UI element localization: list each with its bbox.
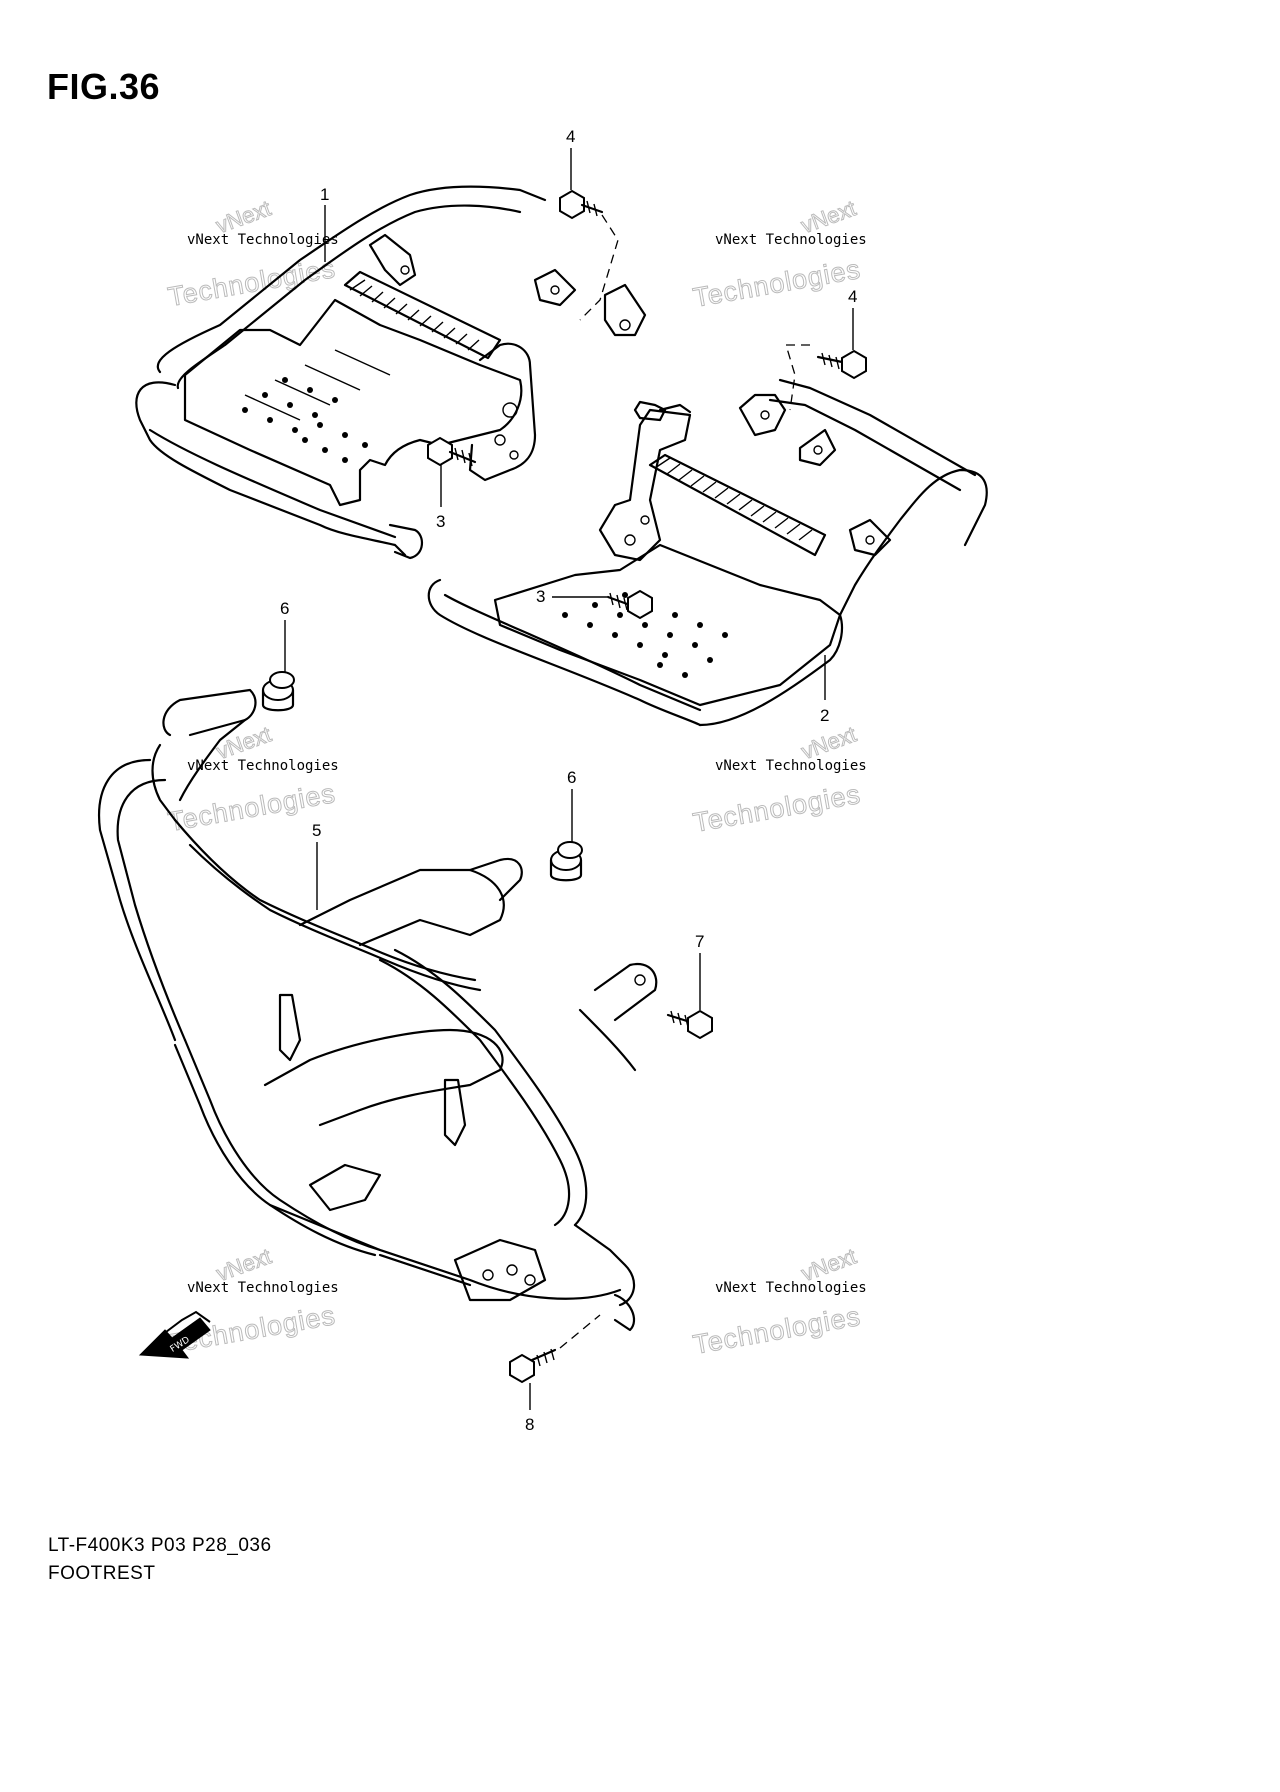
bolt-part-8 (509, 1314, 601, 1384)
callout-2: 2 (820, 655, 829, 725)
bolt-part-4-upper (559, 189, 619, 321)
svg-text:3: 3 (536, 587, 545, 606)
bolt-part-3-right (606, 589, 653, 620)
watermark-brand-word: Technologies (691, 779, 863, 838)
callout-4-right: 4 (848, 287, 857, 350)
model-code-caption: LT-F400K3 P03 P28_036 (48, 1535, 272, 1556)
bolt-part-4-right (785, 344, 867, 411)
svg-text:1: 1 (320, 185, 329, 204)
watermark-bottom-right: vNext vNext Technologies Technologies (690, 1243, 867, 1361)
watermark-brand-word: Technologies (691, 1301, 863, 1360)
watermark-brand-line: vNext Technologies (715, 232, 867, 248)
callout-4-upper: 4 (566, 127, 575, 190)
plug-part-6-upper (261, 671, 295, 712)
svg-text:8: 8 (525, 1415, 534, 1434)
callout-3-left: 3 (436, 465, 445, 531)
bolt-part-3-left (427, 436, 477, 467)
front-guard-part-5 (98, 688, 658, 1332)
watermark-brand-word: Technologies (166, 253, 338, 312)
svg-text:4: 4 (848, 287, 857, 306)
watermark-top-right: vNext vNext Technologies Technologies (690, 195, 867, 313)
watermark-brand-line: vNext Technologies (187, 1280, 339, 1296)
svg-text:6: 6 (280, 599, 289, 618)
watermark-brand-word: Technologies (691, 254, 863, 313)
svg-text:2: 2 (820, 706, 829, 725)
figure-title: FIG.36 (47, 66, 161, 107)
svg-text:3: 3 (436, 512, 445, 531)
right-footrest-part-2 (427, 378, 988, 727)
callout-8: 8 (525, 1383, 534, 1434)
svg-text:7: 7 (695, 932, 704, 951)
watermark-top-left: vNext vNext Technologies Technologies (165, 195, 339, 313)
watermark-brand-line: vNext Technologies (715, 1280, 867, 1296)
callout-7: 7 (695, 932, 704, 1010)
part-group-caption: FOOTREST (48, 1563, 156, 1584)
bolt-part-7 (666, 1009, 713, 1040)
watermark-middle-right: vNext vNext Technologies Technologies (690, 721, 867, 839)
callout-6-lower: 6 (567, 768, 576, 842)
callout-5: 5 (312, 821, 321, 910)
watermark-brand-line: vNext Technologies (187, 232, 339, 248)
plug-part-6-lower (549, 841, 583, 882)
callout-3-right: 3 (536, 587, 607, 606)
watermark-brand-line: vNext Technologies (187, 758, 339, 774)
callout-6-upper: 6 (280, 599, 289, 672)
svg-text:5: 5 (312, 821, 321, 840)
callout-1: 1 (320, 185, 329, 262)
watermark-brand-line: vNext Technologies (715, 758, 867, 774)
svg-text:4: 4 (566, 127, 575, 146)
svg-text:6: 6 (567, 768, 576, 787)
